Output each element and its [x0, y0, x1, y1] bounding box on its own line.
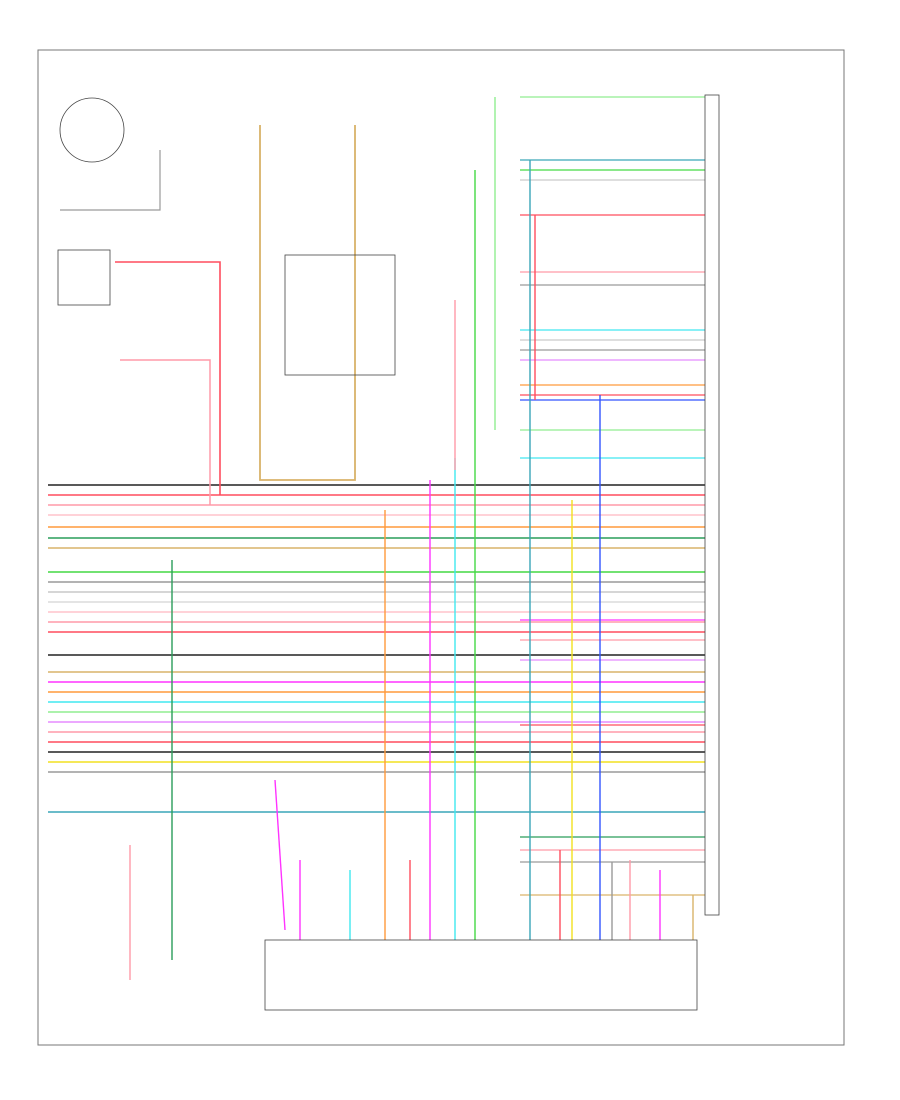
wire-trace: [115, 261, 221, 495]
wire-trace: [274, 779, 286, 931]
relay-box-left: [57, 249, 111, 306]
component-layer: [57, 94, 720, 1011]
wire-trace: [60, 150, 161, 211]
distributor-symbol: [59, 97, 125, 163]
switch-box-top: [284, 254, 396, 376]
sensor-group-bottom: [264, 939, 698, 1011]
wire-trace: [259, 125, 356, 481]
wire-layer: [48, 96, 705, 980]
wire-trace: [120, 359, 211, 505]
diagram-frame: [37, 49, 845, 1046]
pcm-connector-right: [704, 94, 720, 916]
